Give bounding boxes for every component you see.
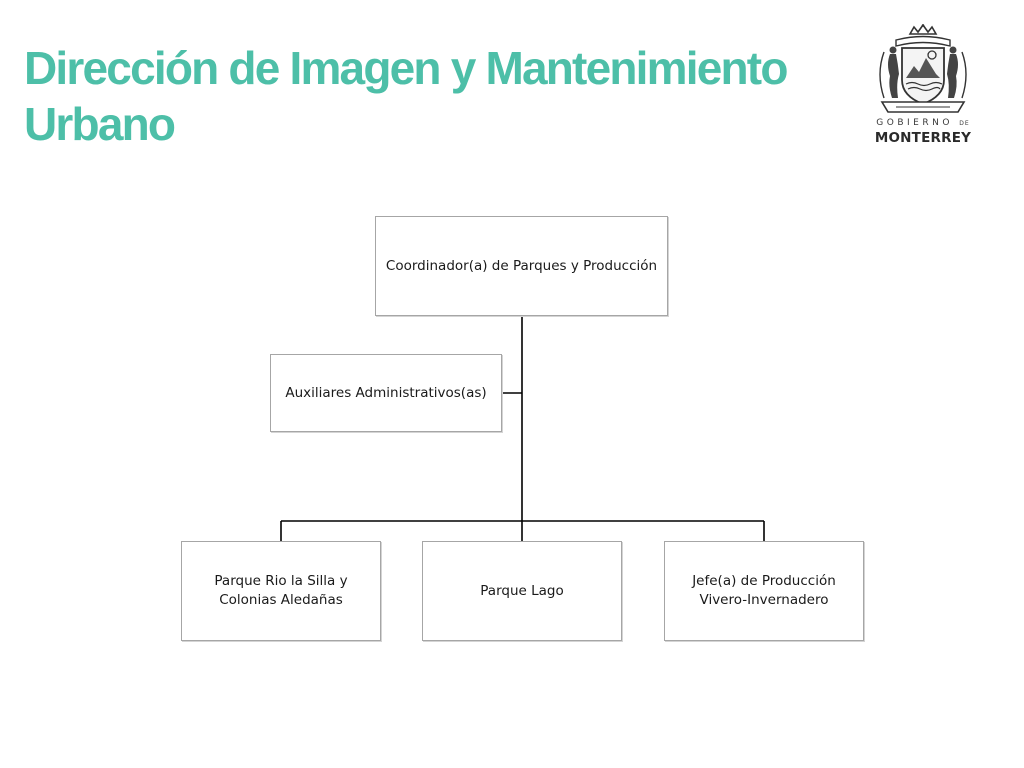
org-node-label: Auxiliares Administrativos(as) [285,384,487,401]
logo-word-de: DE [959,120,970,127]
slide-title: Dirección de Imagen y Mantenimiento Urba… [24,42,788,150]
org-node-label: Jefe(a) de Producción Vivero-Invernadero [692,573,836,608]
logo-text-gobierno: GOBIERNO DE [866,118,980,129]
org-node-parque-rio-la-silla: Parque Rio la Silla y Colonias Aledañas [181,541,381,641]
org-node-auxiliares: Auxiliares Administrativos(as) [270,354,502,432]
monterrey-coat-of-arms-icon [879,24,967,113]
org-node-label: Parque Lago [480,582,564,599]
logo-text-monterrey: MONTERREY [874,130,972,146]
logo-word-gobierno: GOBIERNO [876,118,953,128]
gobierno-de-monterrey-logo: GOBIERNO DE MONTERREY [866,24,980,150]
org-node-coordinador: Coordinador(a) de Parques y Producción [375,216,668,316]
org-node-label: Coordinador(a) de Parques y Producción [385,257,658,274]
org-node-label: Parque Rio la Silla y Colonias Aledañas [214,573,348,608]
org-node-parque-lago: Parque Lago [422,541,622,641]
org-node-jefe-produccion: Jefe(a) de Producción Vivero-Invernadero [664,541,864,641]
